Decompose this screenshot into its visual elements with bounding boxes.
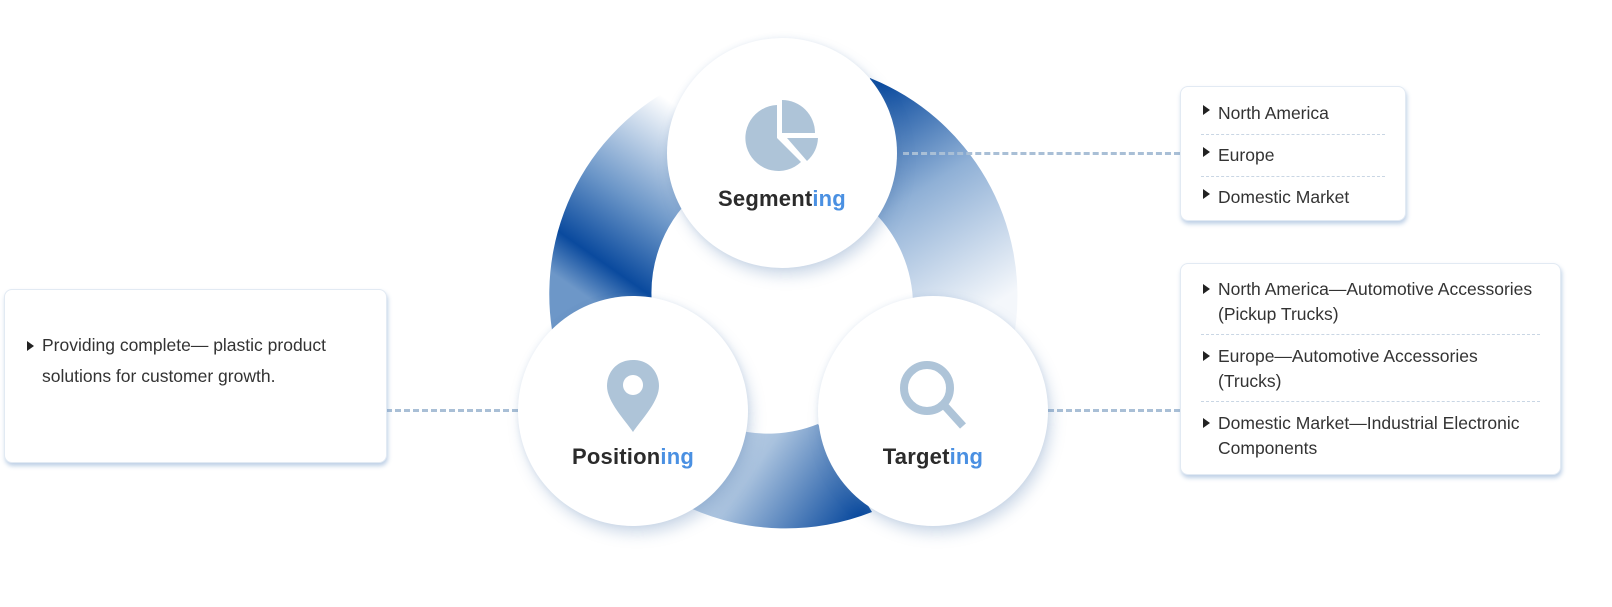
bullet-triangle-icon: [1203, 418, 1210, 428]
item-text: North America—Automotive Accessories (Pi…: [1218, 279, 1533, 324]
node-targeting: Targeting: [818, 296, 1048, 526]
list-item: Europe—Automotive Accessories (Trucks): [1201, 343, 1540, 402]
item-text: Europe: [1218, 145, 1275, 165]
list-item: Providing complete— plastic product solu…: [25, 330, 366, 392]
ring-segment-right: [860, 78, 1018, 330]
item-text: North America: [1218, 103, 1329, 123]
target-list: North America—Automotive Accessories (Pi…: [1181, 264, 1560, 468]
node-label-targeting: Targeting: [883, 444, 983, 470]
label-accent: ing: [660, 444, 694, 469]
targeting-details-box: North America—Automotive Accessories (Pi…: [1180, 263, 1561, 475]
node-positioning: Positioning: [518, 296, 748, 526]
node-label-positioning: Positioning: [572, 444, 694, 470]
pie-chart-icon: [745, 100, 818, 171]
list-item: Europe: [1201, 139, 1385, 177]
list-item: Domestic Market: [1201, 181, 1385, 218]
connector-segmenting: [903, 152, 1180, 155]
connector-positioning: [386, 409, 518, 412]
item-text: Domestic Market: [1218, 187, 1350, 207]
node-segmenting: Segmenting: [667, 38, 897, 268]
label-main: Position: [572, 444, 661, 469]
bullet-triangle-icon: [1203, 147, 1210, 157]
bullet-triangle-icon: [1203, 351, 1210, 361]
list-item: Domestic Market—Industrial Electronic Co…: [1201, 410, 1540, 468]
bullet-triangle-icon: [1203, 284, 1210, 294]
ring-segment-left: [549, 75, 700, 330]
label-accent: ing: [812, 186, 846, 211]
item-text: Domestic Market—Industrial Electronic Co…: [1218, 413, 1520, 458]
map-pin-icon: [607, 360, 659, 432]
item-text: Providing complete— plastic product solu…: [42, 335, 327, 386]
connector-targeting: [1048, 409, 1180, 412]
label-main: Segment: [718, 186, 813, 211]
node-label-segmenting: Segmenting: [718, 186, 846, 212]
bullet-triangle-icon: [1203, 189, 1210, 199]
position-list: Providing complete— plastic product solu…: [5, 290, 386, 392]
list-item: North America—Automotive Accessories (Pi…: [1201, 276, 1540, 335]
segment-list: North America Europe Domestic Market: [1181, 87, 1405, 218]
magnifier-icon: [900, 361, 966, 429]
bullet-triangle-icon: [27, 341, 34, 351]
segmenting-details-box: North America Europe Domestic Market: [1180, 86, 1406, 221]
label-main: Target: [882, 444, 950, 469]
positioning-details-box: Providing complete— plastic product solu…: [4, 289, 387, 463]
item-text: Europe—Automotive Accessories (Trucks): [1218, 346, 1478, 391]
label-accent: ing: [949, 444, 984, 469]
list-item: North America: [1201, 97, 1385, 135]
bullet-triangle-icon: [1203, 105, 1210, 115]
